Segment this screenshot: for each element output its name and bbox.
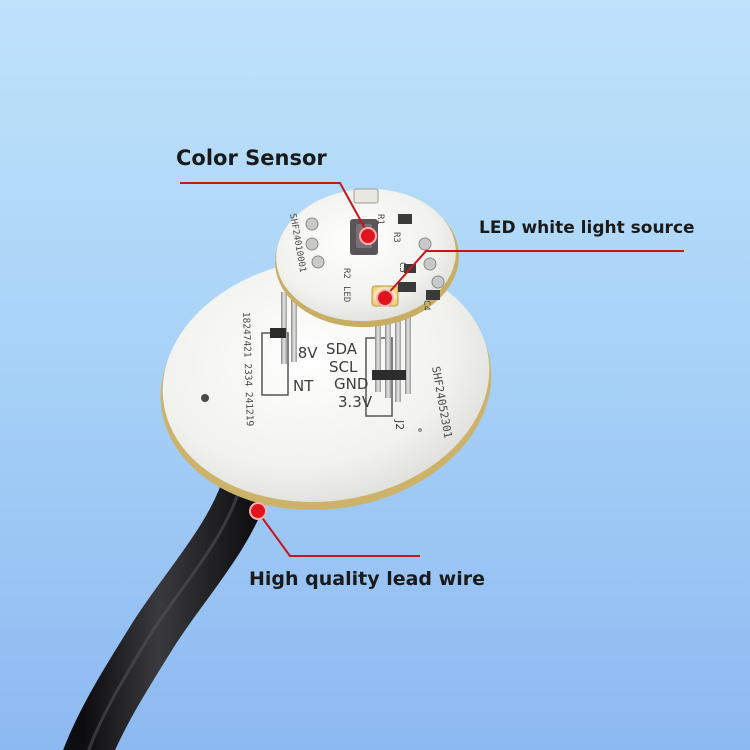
callout-color-sensor [180,182,377,245]
pin-label-gnd: GND [334,375,368,393]
header-pins [270,288,411,402]
leader-line-lead-wire [257,511,420,557]
pin-label-3v3: 3.3V [338,393,373,411]
component-label-c4: C4 [421,300,431,311]
color-sensor-marker [359,227,377,245]
lead-wire-marker [249,502,267,520]
component-label-r2: R2 [341,268,351,279]
pin-label-scl: SCL [329,358,358,376]
pin-label-sda: SDA [326,340,358,358]
led-light-source-label: LED white light source [479,218,695,238]
lead-wire-cable [63,456,272,750]
connector-label-j2: J2 [393,419,406,430]
main-pcb-side-code: 18247421 2334 241219 [240,312,255,427]
component-label-r3: R3 [391,232,401,243]
callout-led [376,250,684,307]
lead-wire-label: High quality lead wire [249,568,485,590]
component-label-led: LED [341,286,351,302]
component-label-c5: C5 [397,262,407,273]
indicator-led-component [353,188,379,204]
callout-lead-wire [249,502,420,557]
pin-label-left-2: NT [293,377,314,395]
leader-line-color-sensor [180,182,368,233]
led-marker [376,289,394,307]
color-sensor-label: Color Sensor [176,146,327,170]
pin-label-left-1: .8V [293,344,318,362]
leader-line-led [385,250,684,297]
component-label-r1: R1 [375,214,385,225]
sensor-pcb-board: SHF24010001 R1 R2 R3 C4 C5 LED [275,188,459,328]
mounting-hole [201,394,209,402]
